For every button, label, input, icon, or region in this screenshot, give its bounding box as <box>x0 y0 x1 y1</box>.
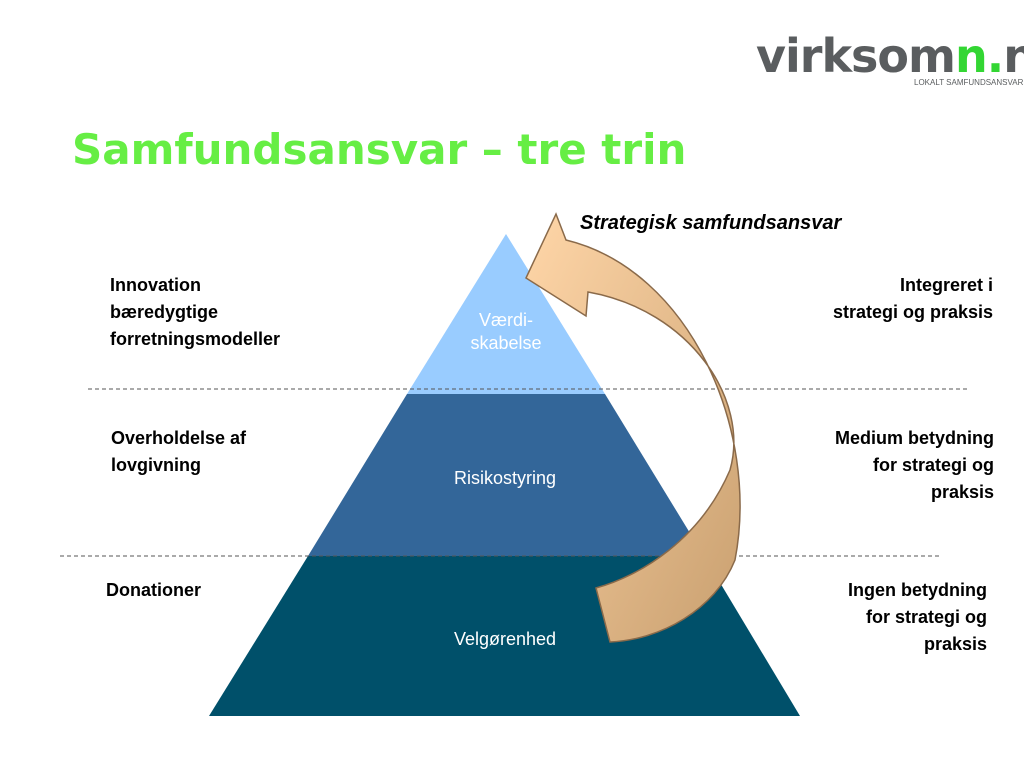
left-label-bottom: Donationer <box>106 580 202 600</box>
tier-label-bottom: Velgørenhed <box>453 629 557 649</box>
logo-text-nu: nu <box>1003 29 1024 83</box>
virksom-logo: virksomn.nu LOKALT SAMFUNDSANSVAR <box>756 30 1024 90</box>
right-label-bottom: Ingen betydning for strategi og praksis <box>848 580 987 654</box>
slide-title: Samfundsansvar – tre trin <box>72 125 687 174</box>
left-label-top: Innovation bæredygtige forretningsmodell… <box>110 275 281 349</box>
curved-arrow <box>525 212 741 643</box>
logo-text-dark: virksom <box>756 29 956 83</box>
tier-label-middle: Risikostyring <box>453 468 557 488</box>
right-label-top: Integreret i strategi og praksis <box>832 275 993 322</box>
tier-label-top: Værdi- skabelse <box>470 310 542 353</box>
left-label-middle: Overholdelse af lovgivning <box>111 428 247 475</box>
logo-text-dot: . <box>986 29 1005 83</box>
logo-wordmark: virksomn.nu <box>756 30 1024 82</box>
logo-tagline: LOKALT SAMFUNDSANSVAR <box>914 78 1024 87</box>
right-label-middle: Medium betydning for strategi og praksis <box>835 428 994 502</box>
pyramid-tier-top <box>407 234 605 394</box>
pyramid-tier-middle <box>308 394 704 556</box>
logo-text-accent-n: n <box>954 29 988 83</box>
diagram-subtitle: Strategisk samfundsansvar <box>580 212 842 234</box>
